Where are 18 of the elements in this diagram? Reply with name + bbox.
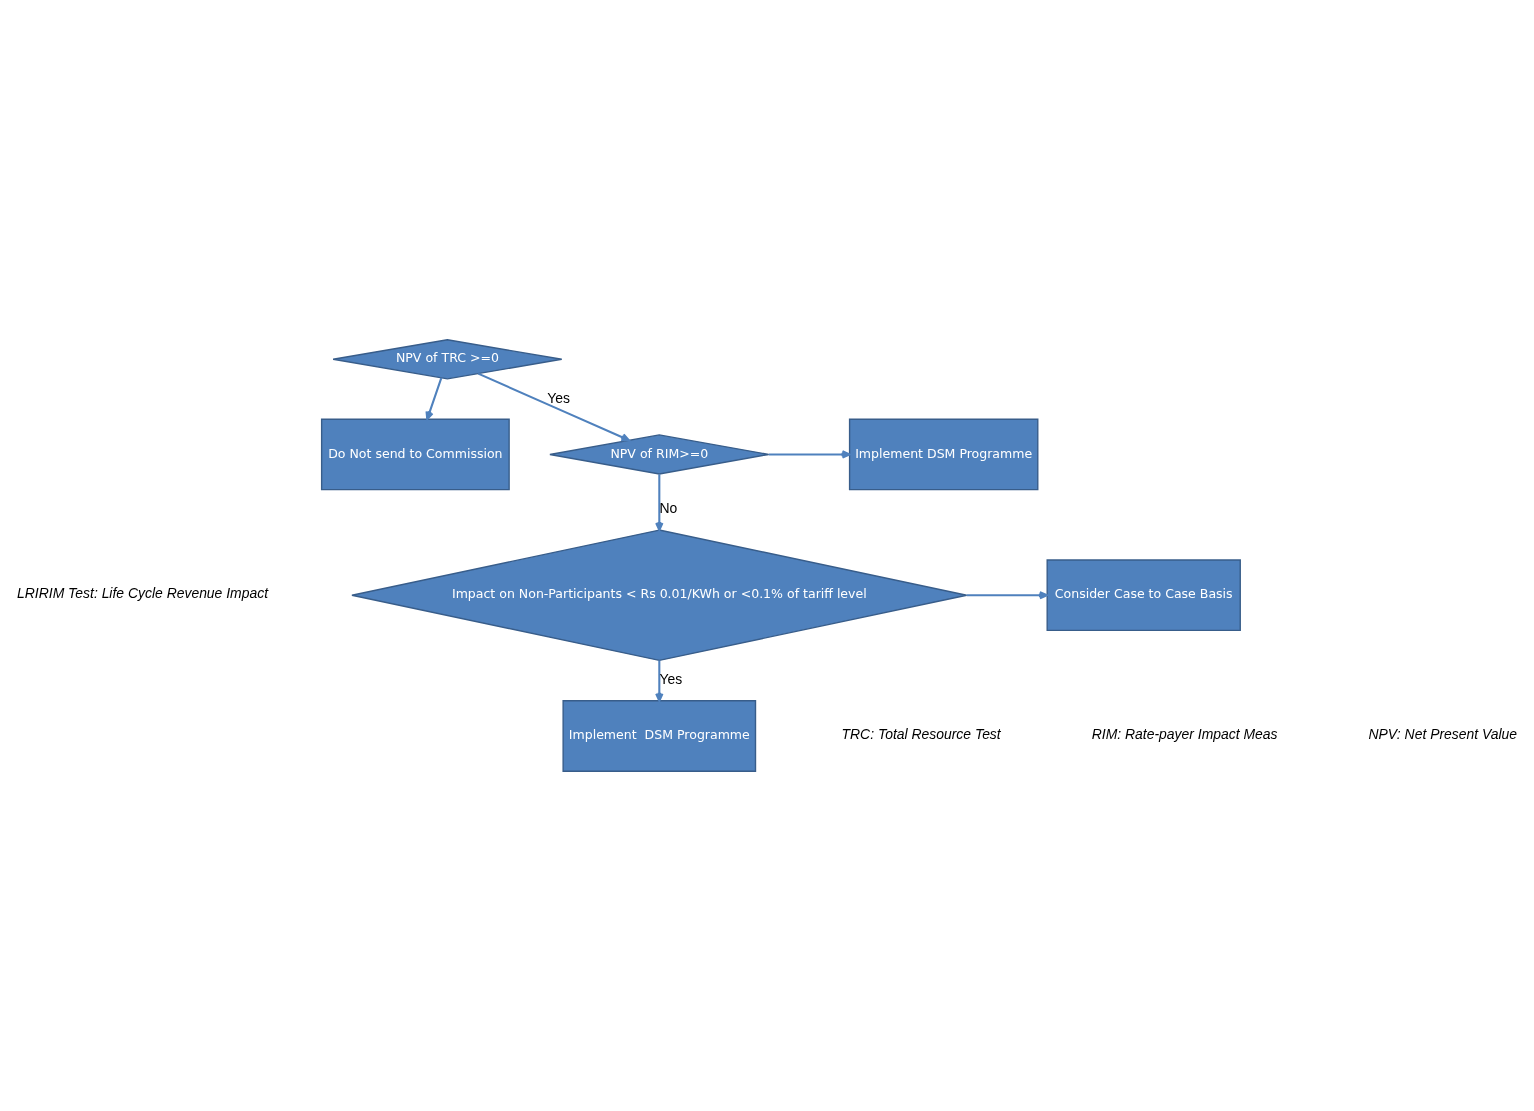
node-box: Implement DSM Programme — [562, 700, 757, 772]
arrow — [655, 660, 664, 702]
label: LRIRIM Test: Life Cycle Revenue Impact — [17, 585, 269, 602]
edge-label: Yes — [547, 389, 570, 406]
label: TRC: Total Resource Test — [841, 725, 1001, 742]
arrow — [425, 377, 443, 421]
node-box: Consider Case to Case Basis — [1046, 559, 1241, 632]
arrow — [966, 591, 1048, 600]
node-diamond: NPV of TRC >=0 — [332, 339, 563, 380]
label: RIM: Rate-payer Impact Meas — [1091, 725, 1278, 742]
edge-label: No — [659, 500, 678, 517]
arrow — [655, 474, 664, 532]
node-box: Do Not send to Commission — [320, 418, 510, 491]
label: NPV: Net Present Value — [1368, 725, 1518, 742]
arrow — [769, 450, 851, 459]
node-diamond: Impact on Non-Participants < Rs 0.01/KWh or <0.1% of tariff level — [351, 529, 968, 662]
node-box: Implement DSM Programme — [848, 418, 1039, 491]
edge-label: Yes — [659, 671, 683, 688]
